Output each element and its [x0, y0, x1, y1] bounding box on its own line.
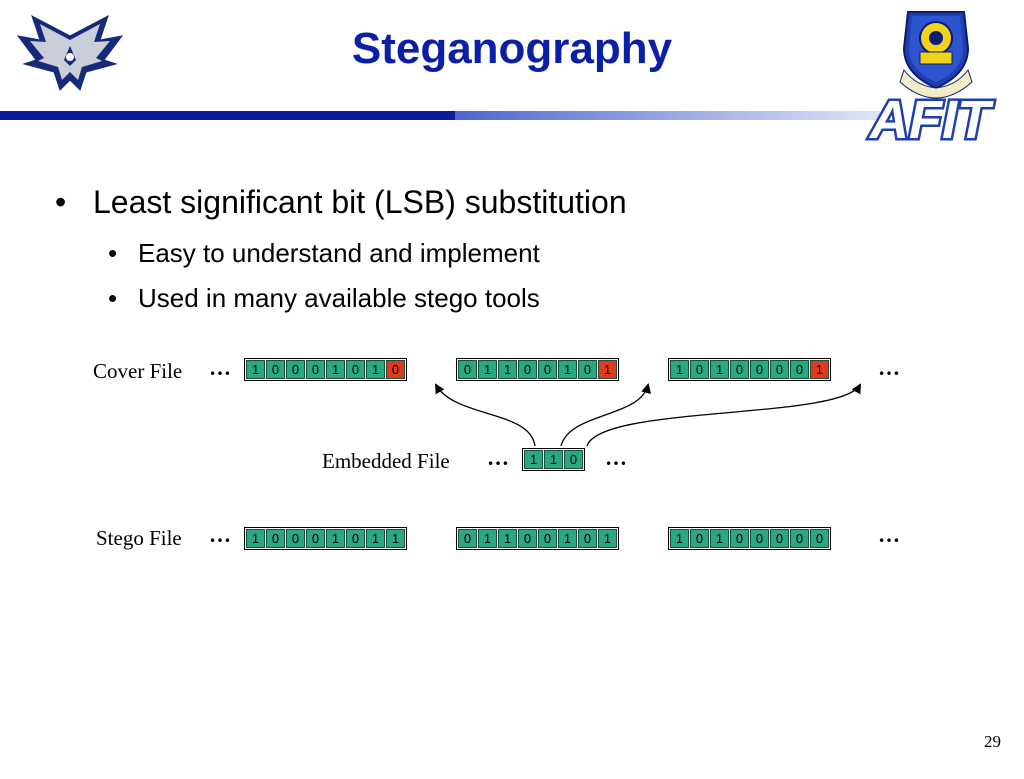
lsb-bit-cell: 0 — [386, 360, 405, 379]
bit-cell: 1 — [366, 360, 385, 379]
cover-ellipsis-left: … — [209, 355, 232, 380]
bit-cell: 1 — [366, 529, 385, 548]
bit-cell: 0 — [346, 360, 365, 379]
bit-cell: 1 — [478, 529, 497, 548]
bit-cell: 1 — [558, 360, 577, 379]
bit-cell: 1 — [558, 529, 577, 548]
bit-cell: 0 — [690, 360, 709, 379]
bit-cell: 0 — [690, 529, 709, 548]
bit-cell: 1 — [246, 529, 265, 548]
bullet-list: • Least significant bit (LSB) substituti… — [55, 184, 627, 221]
sub-bullet-1-text: Easy to understand and implement — [138, 238, 540, 268]
bit-cell: 0 — [564, 450, 583, 469]
sub-bullet-dot: • — [108, 238, 118, 268]
bit-cell: 1 — [544, 450, 563, 469]
bit-cell: 1 — [326, 529, 345, 548]
arrow-to-cover-byte-1 — [434, 383, 536, 447]
slide-title: Steganography — [351, 24, 673, 73]
bit-cell: 0 — [458, 360, 477, 379]
bit-cell: 0 — [518, 360, 537, 379]
bit-cell: 1 — [246, 360, 265, 379]
bit-cell: 0 — [810, 529, 829, 548]
bit-cell: 0 — [266, 360, 285, 379]
bit-cell: 1 — [478, 360, 497, 379]
bit-cell: 0 — [286, 529, 305, 548]
title-divider-bar-dark — [0, 111, 455, 120]
bit-cell: 1 — [710, 529, 729, 548]
sub-bullet-1: • Easy to understand and implement — [108, 238, 540, 269]
stego-ellipsis-right: … — [878, 522, 901, 547]
embedded-file-label: Embedded File — [322, 449, 450, 473]
bit-cell: 0 — [730, 529, 749, 548]
bit-cell: 0 — [306, 529, 325, 548]
cover-file-label: Cover File — [93, 359, 183, 383]
afit-logo: AFIT — [846, 8, 1014, 153]
bit-cell: 1 — [670, 360, 689, 379]
page-number: 29 — [984, 732, 1001, 751]
embedded-ellipsis-right: … — [605, 445, 628, 470]
bit-cell: 0 — [790, 360, 809, 379]
sub-bullet-2-text: Used in many available stego tools — [138, 283, 540, 313]
bit-cell: 0 — [286, 360, 305, 379]
sub-bullet-2: • Used in many available stego tools — [108, 283, 540, 314]
bit-cell: 0 — [750, 529, 769, 548]
bullet-dot: • — [55, 184, 67, 220]
bit-cell: 0 — [538, 529, 557, 548]
bullet-main: • Least significant bit (LSB) substituti… — [55, 184, 627, 221]
sub-bullet-dot: • — [108, 283, 118, 313]
bullet-main-text: Least significant bit (LSB) substitution — [93, 184, 627, 220]
bit-cell: 0 — [750, 360, 769, 379]
bit-cell: 0 — [458, 529, 477, 548]
bit-cell: 0 — [518, 529, 537, 548]
lsb-bit-cell: 1 — [810, 360, 829, 379]
arrow-to-cover-byte-2 — [560, 383, 651, 447]
stego-file-label: Stego File — [96, 526, 182, 550]
afit-logo-text: AFIT — [868, 90, 994, 148]
bit-cell: 0 — [770, 360, 789, 379]
bit-cell: 0 — [578, 529, 597, 548]
cover-ellipsis-right: … — [878, 355, 901, 380]
bit-cell: 1 — [710, 360, 729, 379]
bit-cell: 0 — [266, 529, 285, 548]
bit-cell: 0 — [306, 360, 325, 379]
bit-cell: 0 — [730, 360, 749, 379]
bit-cell: 1 — [498, 529, 517, 548]
bit-cell: 0 — [770, 529, 789, 548]
bit-cell: 1 — [386, 529, 405, 548]
air-force-wings-logo — [10, 10, 130, 106]
bit-cell: 1 — [326, 360, 345, 379]
bit-cell: 0 — [790, 529, 809, 548]
bit-cell: 1 — [598, 529, 617, 548]
lsb-bit-cell: 1 — [598, 360, 617, 379]
bit-cell: 0 — [346, 529, 365, 548]
bit-cell: 0 — [538, 360, 557, 379]
bit-cell: 1 — [670, 529, 689, 548]
embedded-ellipsis-left: … — [487, 445, 510, 470]
stego-ellipsis-left: … — [209, 522, 232, 547]
bit-cell: 0 — [578, 360, 597, 379]
bit-cell: 1 — [498, 360, 517, 379]
arrow-to-cover-byte-3 — [586, 383, 862, 447]
bit-cell: 1 — [524, 450, 543, 469]
